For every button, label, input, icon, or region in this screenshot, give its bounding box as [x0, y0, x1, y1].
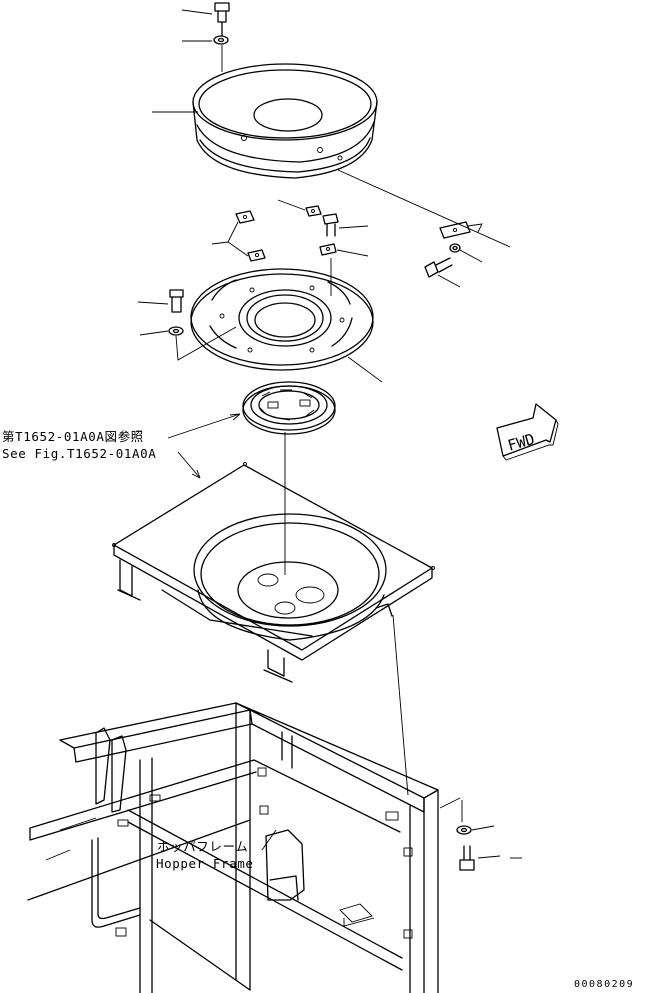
leader-bolt: [181, 9, 213, 15]
side-bracket: [439, 221, 483, 239]
left-bolt: [169, 289, 184, 313]
leader-hopper-frame: [261, 829, 277, 851]
leader-clip-c: [277, 199, 306, 211]
figure-number: 00080209: [574, 979, 634, 990]
leader-clips: [211, 221, 249, 257]
reference-label-jp: 第T1652-01A0A図参照: [2, 429, 144, 444]
clip-c: [305, 205, 322, 217]
assembly-line-4: [392, 614, 409, 796]
hopper-frame-label-jp: ホッパフレーム: [157, 839, 248, 854]
leader-right-bolt: [477, 855, 501, 859]
top-bolt: [214, 2, 230, 37]
leader-left-washer: [139, 330, 169, 336]
leader-ref-ring: [167, 413, 241, 439]
right-bolt: [459, 845, 475, 871]
leader-frame-right: [439, 797, 461, 809]
fwd-direction-arrow: FWD: [496, 403, 559, 461]
side-washer: [449, 243, 461, 253]
leader-side-bolt: [437, 274, 461, 288]
leader-left-bolt: [137, 301, 169, 305]
top-washer: [213, 35, 229, 45]
clip-a: [235, 210, 255, 224]
reference-label-en: See Fig.T1652-01A0A: [2, 446, 156, 461]
middle-bolt: [322, 213, 339, 237]
arrowhead-panel: [191, 469, 201, 479]
top-cover-bowl: [192, 63, 378, 179]
leader-right-washer: [471, 825, 495, 831]
leader-plate-right: [347, 356, 383, 383]
hopper-frame-label-en: Hopper Frame: [156, 856, 254, 871]
right-washer: [456, 825, 472, 835]
leader-mid-bolt: [338, 225, 369, 229]
ring-subassembly: [242, 381, 336, 435]
leader-plate: [175, 326, 237, 361]
arrowhead-ring: [229, 413, 241, 421]
leader-side-washer: [459, 249, 483, 263]
leader-cover-fwd: [337, 169, 511, 248]
slotted-mounting-plate: [190, 268, 374, 371]
clip-b: [247, 249, 266, 262]
side-bolt: [424, 257, 453, 278]
hopper-frame: [27, 702, 439, 993]
middle-clip: [319, 243, 337, 256]
leader-mid-clip: [336, 249, 369, 257]
hopper-top-panel: [112, 462, 435, 683]
left-washer: [168, 326, 184, 336]
leader-ref-panel: [177, 451, 201, 479]
